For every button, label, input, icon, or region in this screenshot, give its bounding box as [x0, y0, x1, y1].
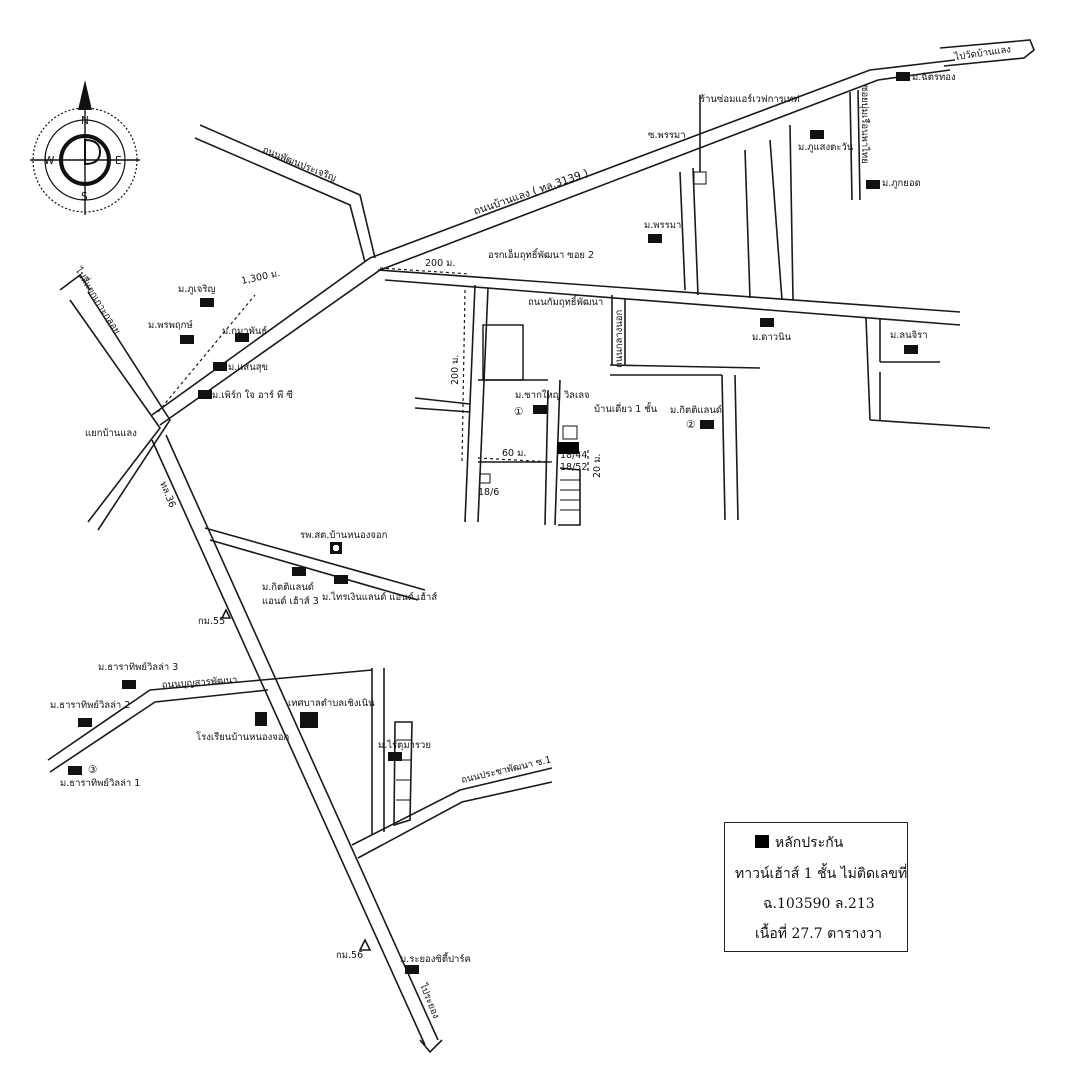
label-m-tharathip1: ม.ธาราทิพย์วิลล่า 1	[60, 777, 140, 789]
dist-1300-label: 1,300 ม.	[240, 268, 281, 287]
label-junction: แยกบ้านแลง	[85, 428, 137, 439]
road-school	[261, 668, 385, 835]
label-m-tharathip2: ม.ธาราทิพย์วิลล่า 2	[50, 699, 130, 711]
label-school: โรงเรียนบ้านหนองจอก	[196, 731, 289, 743]
dist-200b-label: 200 ม.	[450, 355, 461, 385]
label-m-phrapruk: ม.พรพฤกษ์	[148, 319, 193, 331]
label-r-pattana: ถนนพัฒนประเจริญ	[261, 145, 338, 185]
dist-60	[477, 457, 553, 463]
road-3139	[151, 59, 956, 426]
collateral-marker	[557, 442, 579, 454]
road-to-koh	[59, 273, 171, 531]
village-icons	[68, 72, 918, 974]
dist-60-label: 60 ม.	[502, 448, 526, 459]
label-jor-soi: ซอยบุ่มเรือนพาไทย	[859, 85, 871, 164]
label-r-ketuthi: ถนนกัมถุทธิ์พัฒนา	[528, 294, 603, 308]
label-r3139: ถนนบ้านแลง ( ทล.3139 )	[472, 167, 590, 218]
km55-post	[220, 608, 232, 619]
label-km56: กม.56	[336, 950, 363, 961]
road-ketuthi	[377, 269, 961, 326]
label-m-mattaphan: ม.กมาพันธ์	[222, 325, 267, 337]
compass-n: N	[81, 115, 89, 127]
label-n1: ①	[514, 406, 523, 418]
label-m-kittiland3a: ม.กิตติแลนด์	[262, 581, 314, 593]
label-m-kittiland: ม.กิตติแลนด์	[670, 404, 722, 416]
roads-north	[679, 89, 861, 301]
label-m-perfect: ม.เพิร์ก ใจ อาร์ พี ซี	[212, 389, 293, 401]
label-m-jakrathong: ม.ฉัตรทอง	[912, 72, 956, 83]
dist-1300	[157, 294, 256, 413]
label-soi2: อรกเอ็มถุทธิ์พัฒนา ซอย 2	[488, 247, 594, 261]
label-n2: ②	[686, 419, 695, 431]
road-hospital	[204, 527, 426, 601]
label-tambon: เทศบาลตำบลเชิงเนิน	[288, 698, 375, 709]
legend-swatch	[755, 835, 769, 848]
legend-line1: ทาวน์เฮ้าส์ 1 ชั้น ไม่ติดเลขที่	[735, 866, 908, 882]
label-hospital: รพ.สต.บ้านหนองจอก	[300, 530, 388, 541]
label-house1: บ้านเดี่ยว 1 ชั้น	[594, 402, 658, 415]
label-r-pracha: ถนนประชาพัฒนา ซ.1	[460, 755, 552, 786]
label-r-bunyasan: ถนนบุญสารพัฒนา	[161, 675, 237, 691]
compass-s: S	[81, 191, 88, 203]
legend-line3: เนื้อที่ 27.7 ตารางวา	[755, 926, 882, 942]
legend-box: หลักประกัน ทาวน์เฮ้าส์ 1 ชั้น ไม่ติดเลขท…	[724, 822, 908, 952]
legend-title: หลักประกัน	[775, 835, 844, 851]
label-to-koh: ไปสี่แยกเกาะกลอย	[72, 264, 124, 336]
label-n3: ③	[88, 764, 97, 776]
km56-post	[358, 938, 372, 951]
label-m-rich: ม.ไร่ตุมารวย	[378, 739, 431, 751]
label-plot-b: 18/52	[560, 462, 587, 473]
compass-icon	[30, 80, 140, 215]
townhouse-strip	[479, 425, 581, 526]
label-m-siri: ม.ลนจิรา	[890, 330, 928, 341]
compass-e: E	[115, 155, 122, 167]
dist-200b	[461, 289, 466, 463]
label-m-rayong: ม.ระยองซิตี้ปาร์ค	[400, 952, 471, 965]
arrow-to-banlang	[939, 39, 1035, 67]
label-shop: ร้านซ่อมแอร์เวฟการเทท่	[700, 93, 800, 105]
label-m-thai: ม.ไทรเงินแลนด์ แอนด์ เฮ้าส์	[322, 591, 437, 603]
label-phrama-shop: ซ.พรรมา	[648, 130, 686, 141]
road-pattana	[194, 124, 376, 263]
road-36	[151, 434, 443, 1054]
label-m-phukoet: ม.ภูกยอด	[882, 178, 921, 189]
hospital-icon	[330, 542, 342, 554]
label-m-kaeoprasert: ม.ภูเจริญ	[178, 284, 216, 295]
label-m-kittiland3b: แอนด์ เฮ้าส์ 3	[262, 595, 319, 607]
label-r36: ทล.36	[157, 480, 177, 509]
label-m-phrama: ม.พรรมา	[644, 220, 681, 231]
legend-line2: ฉ.103590 ล.213	[763, 896, 875, 912]
label-m-bangyai: ม.ซากใหญ่ วิลเลจ	[515, 389, 590, 401]
shop-box	[693, 171, 707, 185]
label-m-cowin: ม.ดาวนิน	[752, 332, 792, 343]
compass-w: W	[44, 155, 55, 167]
label-m-phusaeng: ม.ภูแสงตะวัน	[798, 142, 854, 153]
dist-200a-label: 200 ม.	[425, 258, 455, 269]
roads-plot	[414, 284, 991, 526]
label-plot-a: 18/44	[560, 450, 587, 461]
label-m-saensuk: ม.แสนสุข	[228, 362, 268, 373]
dist-20-label: 20 ม.	[592, 454, 603, 478]
label-m-tharathip3: ม.ธาราทิพย์วิลล่า 3	[98, 661, 178, 673]
label-plot-c: 18/6	[478, 487, 499, 498]
label-km55: กม.55	[198, 616, 225, 627]
road-prachaphattana	[351, 767, 553, 859]
label-r-klang: ถนนกลางนอก	[614, 310, 625, 368]
road-bunyasan	[47, 679, 269, 773]
road-rich	[393, 721, 413, 827]
